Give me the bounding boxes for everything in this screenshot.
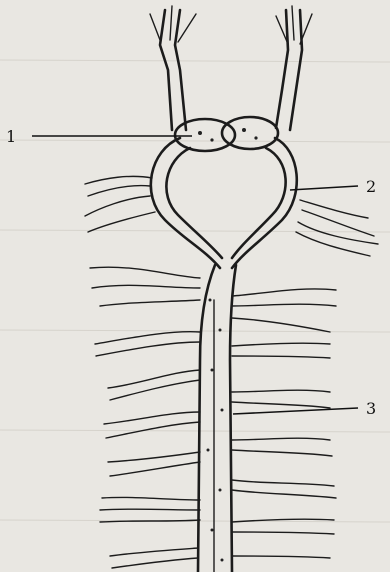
segmental-nerves bbox=[90, 267, 336, 568]
label-1: 1 bbox=[6, 127, 16, 146]
ventral-nerve-cord bbox=[198, 265, 236, 572]
ring-lateral-nerves bbox=[85, 176, 378, 256]
label-3: 3 bbox=[366, 399, 376, 418]
label-2: 2 bbox=[366, 177, 376, 196]
cerebral-ganglia bbox=[175, 117, 278, 151]
circumpharyngeal-ring bbox=[151, 138, 297, 268]
anterior-nerves bbox=[150, 6, 312, 130]
leader-line-3 bbox=[233, 408, 358, 414]
leader-line-2 bbox=[290, 186, 358, 190]
